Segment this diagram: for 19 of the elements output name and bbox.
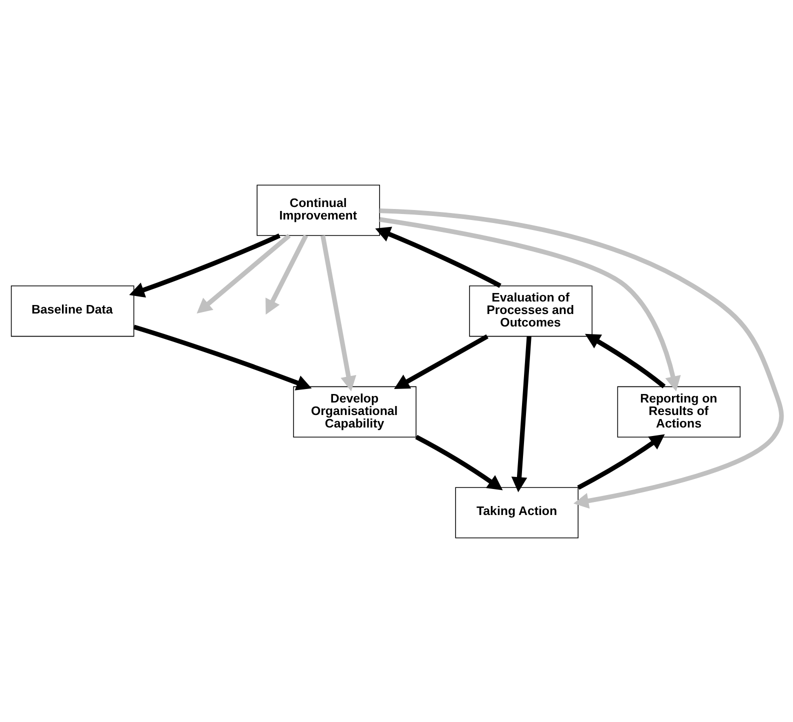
node-box: Develop Organisational Capability: [293, 386, 416, 437]
arrow: [380, 208, 784, 508]
arrow: [577, 434, 665, 490]
arrow: [129, 232, 280, 298]
arrow: [375, 226, 502, 288]
arrow: [379, 216, 681, 391]
node-box: Evaluation of Processes and Outcomes: [469, 285, 592, 336]
arrow: [196, 233, 291, 314]
node-box: Taking Action: [455, 486, 578, 538]
arrow: [394, 334, 488, 388]
arrow: [511, 336, 532, 492]
arrow: [585, 333, 666, 388]
node-box: Reporting on Results of Actions: [617, 386, 741, 437]
arrow: [133, 324, 312, 390]
node-box: Baseline Data: [10, 285, 134, 336]
arrow: [320, 234, 356, 391]
node-box: Continual Improvement: [256, 184, 380, 236]
arrow: [415, 434, 503, 490]
arrow: [266, 234, 308, 314]
